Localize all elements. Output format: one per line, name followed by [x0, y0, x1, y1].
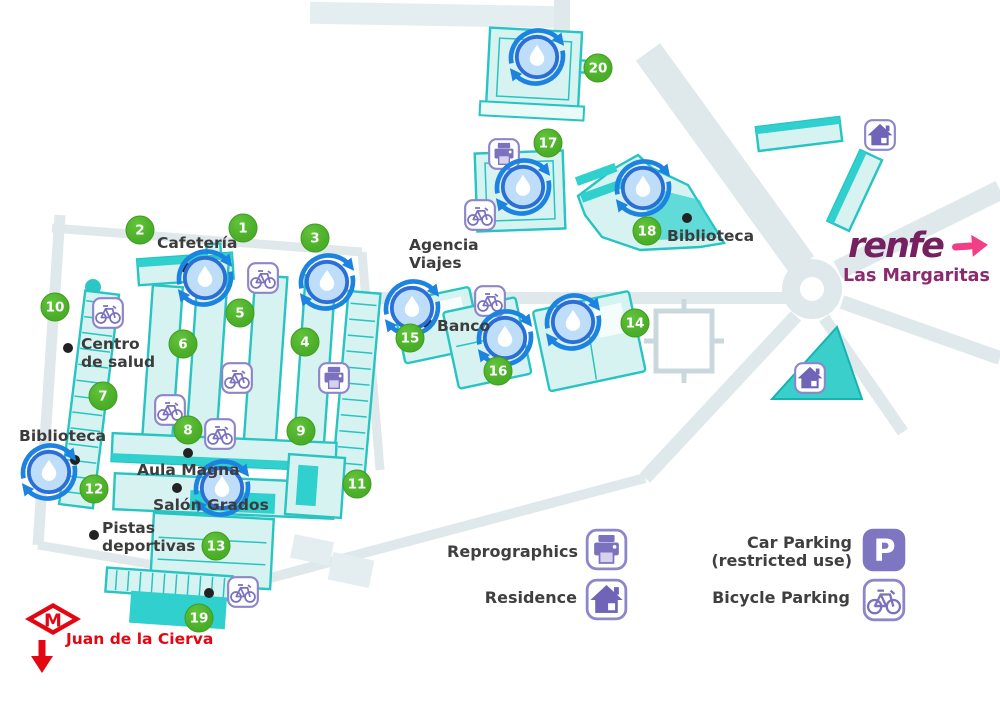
building-number: 15 — [400, 330, 420, 346]
bicycle-icon — [221, 362, 254, 399]
building-number-16: 16 — [483, 356, 513, 386]
water-fountain-marker — [188, 454, 256, 522]
bicycle-icon — [92, 297, 125, 334]
building-number-17: 17 — [533, 128, 563, 158]
metro-arrow-icon — [31, 640, 53, 673]
building-number: 10 — [45, 299, 65, 315]
legend-residence-label: Residence — [484, 588, 577, 607]
building-number: 16 — [488, 363, 508, 379]
legend-car-parking-label: Car Parking (restricted use) — [711, 534, 852, 570]
bicycle-parking-icon — [862, 578, 906, 622]
water-fountain-marker — [539, 288, 607, 356]
place-label-biblioteca-oeste: Biblioteca — [19, 427, 107, 445]
metro-line2: de la Cierva — [109, 630, 214, 648]
building-number: 17 — [538, 135, 558, 151]
place-label-aula-magna: Aula Magna — [137, 461, 240, 479]
location-dot — [204, 588, 214, 598]
place-label-biblioteca-este: Biblioteca — [667, 227, 755, 245]
water-fountain-marker — [15, 438, 83, 506]
metro-station-name: Juan de la Cierva — [66, 630, 213, 648]
building-11 — [283, 452, 347, 520]
residence-icon — [794, 362, 827, 399]
location-dot — [183, 448, 193, 458]
bicycle-icon — [227, 576, 260, 613]
svg-text:M: M — [44, 611, 62, 632]
water-fountain-marker — [171, 244, 239, 312]
reprographics-icon — [318, 362, 351, 399]
location-dot — [682, 213, 692, 223]
building-number: 9 — [296, 423, 306, 439]
location-dot — [63, 343, 73, 353]
building-number-9: 9 — [286, 416, 316, 446]
building-number-14: 14 — [620, 308, 650, 338]
building-number-18: 18 — [632, 216, 662, 246]
building-number-6: 6 — [168, 329, 198, 359]
building-number: 11 — [347, 476, 367, 492]
legend-reprographics-label: Reprographics — [447, 542, 578, 561]
building-19 — [104, 566, 235, 630]
place-label-salon-grados: Salón Grados — [153, 496, 269, 514]
location-dot — [172, 483, 182, 493]
bicycle-icon — [204, 418, 237, 455]
legend-bicycle-parking-label: Bicycle Parking — [712, 588, 850, 607]
building-number: 13 — [206, 538, 226, 554]
metro-line1: Juan — [66, 630, 105, 648]
building-number-5: 5 — [225, 298, 255, 328]
building-number: 12 — [84, 481, 104, 497]
building-number-11: 11 — [342, 469, 372, 499]
building-number-13: 13 — [201, 531, 231, 561]
location-dot — [89, 530, 99, 540]
building-number: 8 — [183, 422, 193, 438]
building-number-7: 7 — [88, 381, 118, 411]
building-number-8: 8 — [173, 415, 203, 445]
water-fountain-marker — [609, 154, 677, 222]
water-fountain-marker — [293, 248, 361, 316]
water-fountain-marker — [489, 153, 557, 221]
reprographics-icon — [585, 528, 628, 571]
car-parking-line2: (restricted use) — [711, 551, 852, 570]
renfe-arrow-icon — [952, 234, 988, 257]
building-number: 4 — [300, 334, 310, 350]
location-dot — [423, 319, 433, 329]
building-number-4: 4 — [290, 327, 320, 357]
building-number-15: 15 — [395, 323, 425, 353]
renfe-logo: renfe — [848, 226, 945, 266]
building-number: 19 — [189, 610, 209, 626]
water-fountain-marker — [503, 23, 571, 91]
building-outline — [644, 299, 724, 383]
renfe-station-name: Las Margaritas — [843, 266, 990, 286]
building-number: 3 — [310, 230, 320, 246]
car-parking-icon — [861, 527, 907, 573]
building-number: 2 — [135, 222, 145, 238]
place-label-cafeteria: Cafetería — [157, 234, 238, 252]
building-number: 1 — [238, 220, 248, 236]
building-number: 18 — [637, 223, 657, 239]
building-residence-north — [754, 115, 884, 233]
building-number: 7 — [98, 388, 108, 404]
building-number-20: 20 — [583, 53, 613, 83]
building-number-10: 10 — [40, 292, 70, 322]
bicycle-icon — [247, 262, 280, 299]
building-number-12: 12 — [79, 474, 109, 504]
residence-icon — [585, 578, 628, 621]
building-number-3: 3 — [300, 223, 330, 253]
building-number: 5 — [235, 305, 245, 321]
building-number: 20 — [588, 60, 608, 76]
building-number-2: 2 — [125, 215, 155, 245]
place-label-banco: Banco — [437, 317, 491, 335]
building-number: 14 — [625, 315, 645, 331]
building-number: 6 — [178, 336, 188, 352]
residence-icon — [864, 119, 897, 156]
building-number-1: 1 — [228, 213, 258, 243]
building-number-19: 19 — [184, 603, 214, 633]
car-parking-line1: Car Parking — [747, 533, 852, 552]
metro-logo: M — [25, 603, 81, 635]
